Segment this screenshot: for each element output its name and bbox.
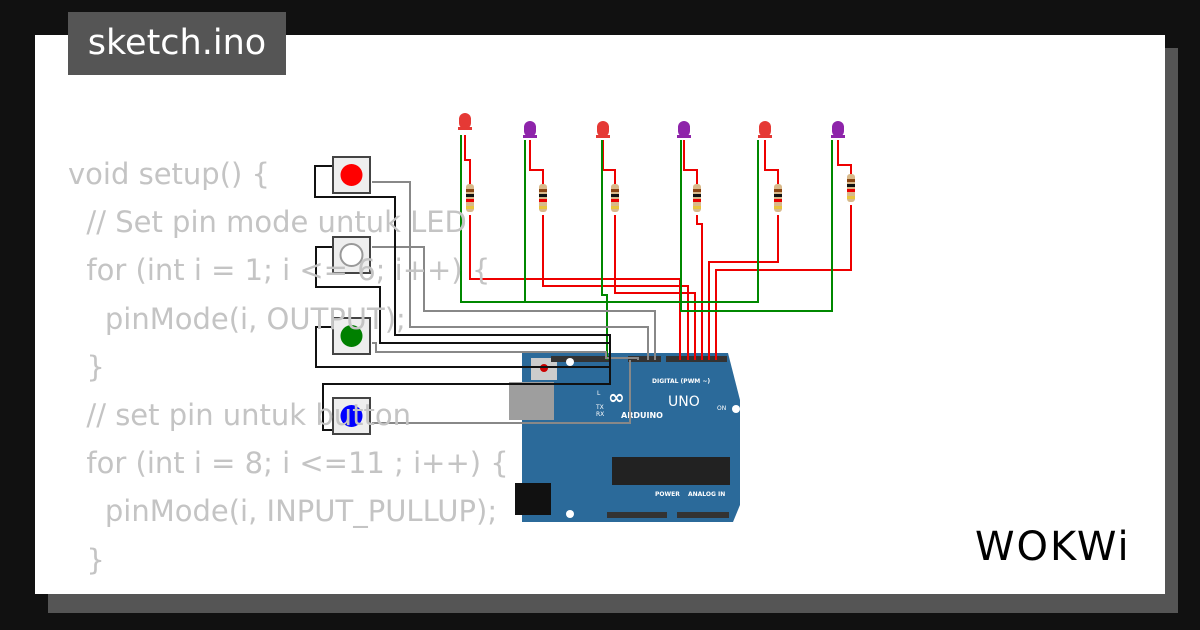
pin-header [551,356,609,362]
microcontroller-chip [612,457,730,485]
leds [458,113,845,138]
led-rim [458,127,472,130]
pushbutton-cap [340,164,363,186]
resistor[interactable] [847,174,855,202]
resistor-band [611,199,619,202]
resistor-band [539,199,547,202]
brand-label: ARDUINO [621,411,663,420]
led-body [759,121,771,137]
tx-label: TX [595,404,604,411]
led-body [832,121,844,137]
resistors [466,174,855,212]
arduino-uno: DIGITAL (PWM ~) ∞ ARDUINO UNO ON L TX RX… [509,353,740,522]
resistor-band [466,189,474,192]
rx-label: RX [596,411,604,418]
led[interactable] [523,121,537,138]
mounting-hole [566,358,574,366]
led-body [524,121,536,137]
led[interactable] [596,121,610,138]
resistor-band [774,189,782,192]
resistor-band [611,206,619,209]
resistor[interactable] [539,184,547,212]
pin-header [666,356,727,362]
mounting-hole [566,510,574,518]
led[interactable] [831,121,845,138]
resistor-band [539,194,547,197]
resistor-band [847,196,855,199]
led-body [459,113,471,129]
on-label: ON [717,405,726,412]
resistor-band [539,189,547,192]
resistor[interactable] [466,184,474,212]
pushbutton[interactable] [332,156,371,194]
pushbutton[interactable] [332,397,371,435]
led-body [597,121,609,137]
model-label: UNO [668,394,700,410]
power-jack [515,483,551,515]
led-rim [596,135,610,138]
mounting-hole [732,405,740,413]
resistor-band [611,194,619,197]
led-body [678,121,690,137]
led-rim [758,135,772,138]
resistor-band [466,206,474,209]
analog-label: ANALOG IN [688,491,725,498]
gray-wires [372,181,656,424]
resistor-band [466,194,474,197]
usb-port [509,382,554,420]
pin-header [607,512,667,518]
resistor-band [774,199,782,202]
resistor-band [693,194,701,197]
wires [314,135,852,431]
pushbutton[interactable] [332,317,371,355]
digital-label: DIGITAL (PWM ~) [652,378,710,385]
resistor-band [693,189,701,192]
resistor-band [847,179,855,182]
pushbutton[interactable] [332,236,371,274]
wokwi-logo: WOKWi [975,524,1131,570]
arduino-infinity-icon: ∞ [608,385,625,409]
pushbutton-cap [340,325,363,347]
led-rim [677,135,691,138]
resistor-band [847,184,855,187]
resistor-band [611,189,619,192]
resistor-band [693,199,701,202]
sketch-filename: sketch.ino [68,12,286,75]
led[interactable] [677,121,691,138]
resistor-band [774,194,782,197]
resistor-band [847,189,855,192]
resistor[interactable] [611,184,619,212]
resistor[interactable] [693,184,701,212]
resistor-band [774,206,782,209]
pushbuttons [332,156,371,435]
led[interactable] [758,121,772,138]
l-label: L [597,390,601,397]
black-wires [314,165,611,431]
pushbutton-cap [340,405,363,427]
led[interactable] [458,113,472,130]
pushbutton-cap [339,243,364,267]
pin-header [677,512,729,518]
resistor[interactable] [774,184,782,212]
resistor-band [466,199,474,202]
pin-header [628,356,661,362]
led-rim [523,135,537,138]
power-label: POWER [655,491,680,498]
led-rim [831,135,845,138]
red-wires [464,135,852,360]
resistor-band [693,206,701,209]
resistor-band [539,206,547,209]
